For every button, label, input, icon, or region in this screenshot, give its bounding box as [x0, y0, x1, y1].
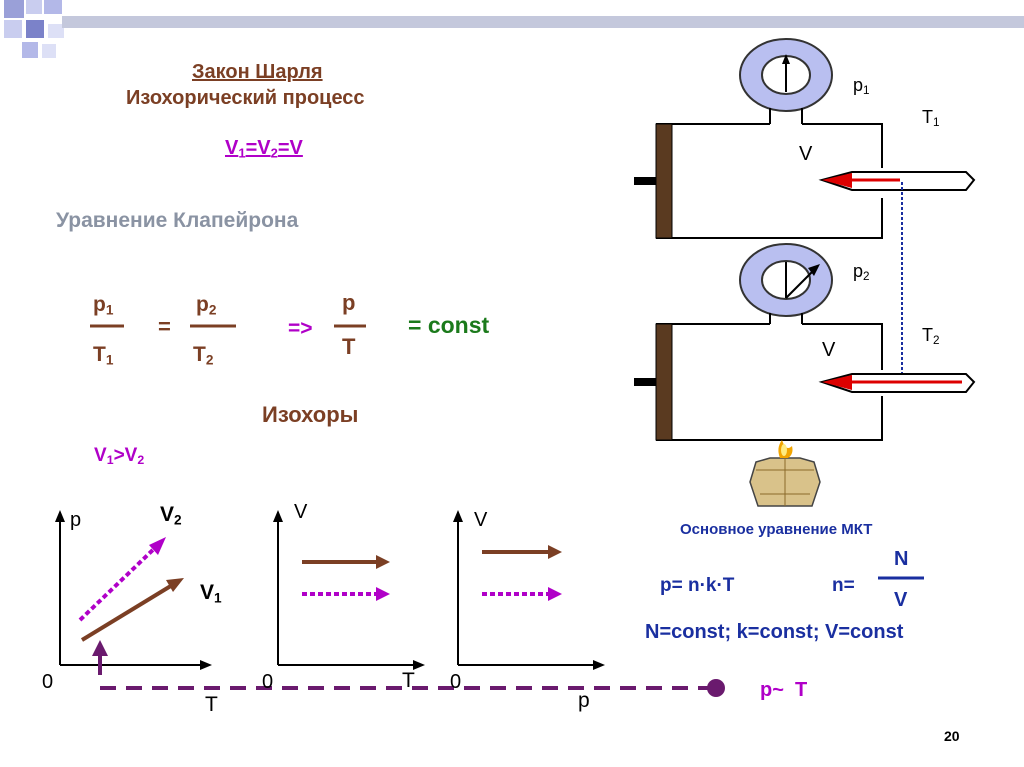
graph3-origin: 0 — [450, 671, 462, 693]
t2-label: T2 — [922, 325, 940, 347]
graph2-xlabel: T — [402, 669, 415, 692]
apparatus-bottom — [634, 243, 976, 441]
mkt-equation: p= n·k·T — [660, 575, 735, 596]
isochores-heading: Изохоры — [262, 402, 359, 427]
p2-label: p2 — [853, 261, 870, 283]
mkt-heading: Основное уравнение МКТ — [680, 521, 873, 538]
graph3-xlabel: p — [578, 689, 590, 712]
graph2-origin: 0 — [262, 671, 274, 693]
isochore-v1 — [80, 582, 176, 642]
page-number: 20 — [944, 728, 960, 744]
n-numerator: N — [894, 548, 909, 570]
equals-sign: = — [158, 314, 171, 339]
v-equality: V1=V2=V — [225, 137, 303, 161]
p-numerator: p — [342, 290, 356, 315]
graph1-ylabel: p — [70, 509, 82, 531]
burner — [749, 440, 821, 507]
conclusion-text: p~ T — [760, 679, 808, 701]
t1-label: T1 — [922, 107, 940, 129]
piston-bottom — [655, 323, 673, 441]
title-line-2: Изохорический процесс — [126, 87, 365, 109]
apparatus-top — [634, 38, 976, 239]
clapeyron-heading: Уравнение Клапейрона — [56, 209, 299, 232]
conclusion-line — [92, 640, 725, 697]
graph-V-T — [273, 510, 425, 670]
graph-V-p — [453, 510, 605, 670]
n-denominator: V — [894, 589, 908, 611]
graph1-origin: 0 — [42, 671, 54, 693]
n-lhs: n= — [832, 575, 855, 596]
piston-top — [655, 123, 673, 239]
graph1-v2-label: V2 — [160, 503, 182, 528]
v-comparison: V1>V2 — [94, 445, 145, 468]
const-label: = const — [408, 312, 490, 338]
implies-arrow: => — [288, 317, 313, 340]
t-denominator: T — [342, 334, 356, 359]
p1-label: p1 — [853, 75, 870, 97]
isochore-v2 — [78, 543, 160, 622]
p1-numerator: p1 — [93, 293, 114, 318]
t1-denominator: T1 — [93, 343, 114, 368]
graph1-xlabel: T — [205, 693, 218, 716]
v-bottom-label: V — [822, 339, 836, 361]
title-line-1: Закон Шарля — [192, 61, 323, 83]
graph2-ylabel: V — [294, 501, 308, 523]
v-top-label: V — [799, 143, 813, 165]
p2-numerator: p2 — [196, 293, 217, 318]
corner-decoration — [4, 0, 64, 58]
header-bar — [62, 16, 1024, 28]
graph-p-T — [55, 510, 212, 670]
graph3-ylabel: V — [474, 509, 488, 531]
graph1-v1-label: V1 — [200, 581, 222, 606]
t2-denominator: T2 — [193, 343, 214, 368]
mkt-conditions: N=const; k=const; V=const — [645, 621, 904, 643]
